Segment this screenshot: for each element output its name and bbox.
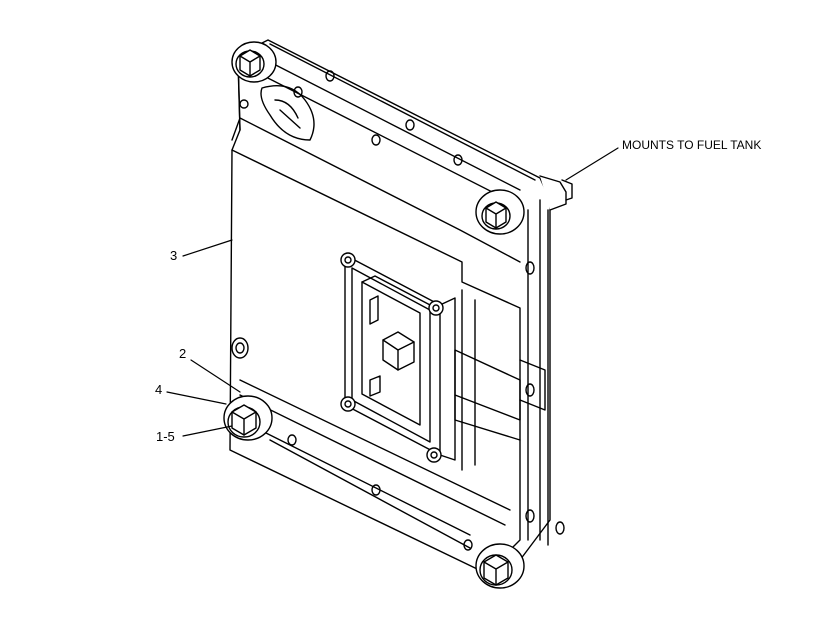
isolator-mount-right: [475, 175, 573, 235]
callout-item-3: 3: [170, 248, 178, 263]
leader-item-2: [190, 359, 241, 393]
callout-mounts-to-fuel-tank: MOUNTS TO FUEL TANK: [622, 138, 762, 152]
leader-lines: [166, 147, 619, 437]
connector-cover: [344, 254, 456, 461]
leader-item-3: [182, 239, 233, 257]
leader-item-4: [166, 391, 227, 405]
plate-studs: [231, 70, 565, 551]
isolator-mount-bottom-left: [223, 395, 273, 441]
callout-item-4: 4: [155, 382, 163, 397]
leader-item-1-5: [182, 425, 233, 437]
cover-screws: [340, 252, 444, 463]
isolator-mount-bottom-right: [475, 543, 525, 589]
callout-item-1-5: 1-5: [156, 429, 175, 444]
leader-mounts-to-fuel-tank: [565, 147, 619, 181]
callout-item-2: 2: [179, 346, 187, 361]
isolator-mount-top-left: [231, 41, 277, 83]
